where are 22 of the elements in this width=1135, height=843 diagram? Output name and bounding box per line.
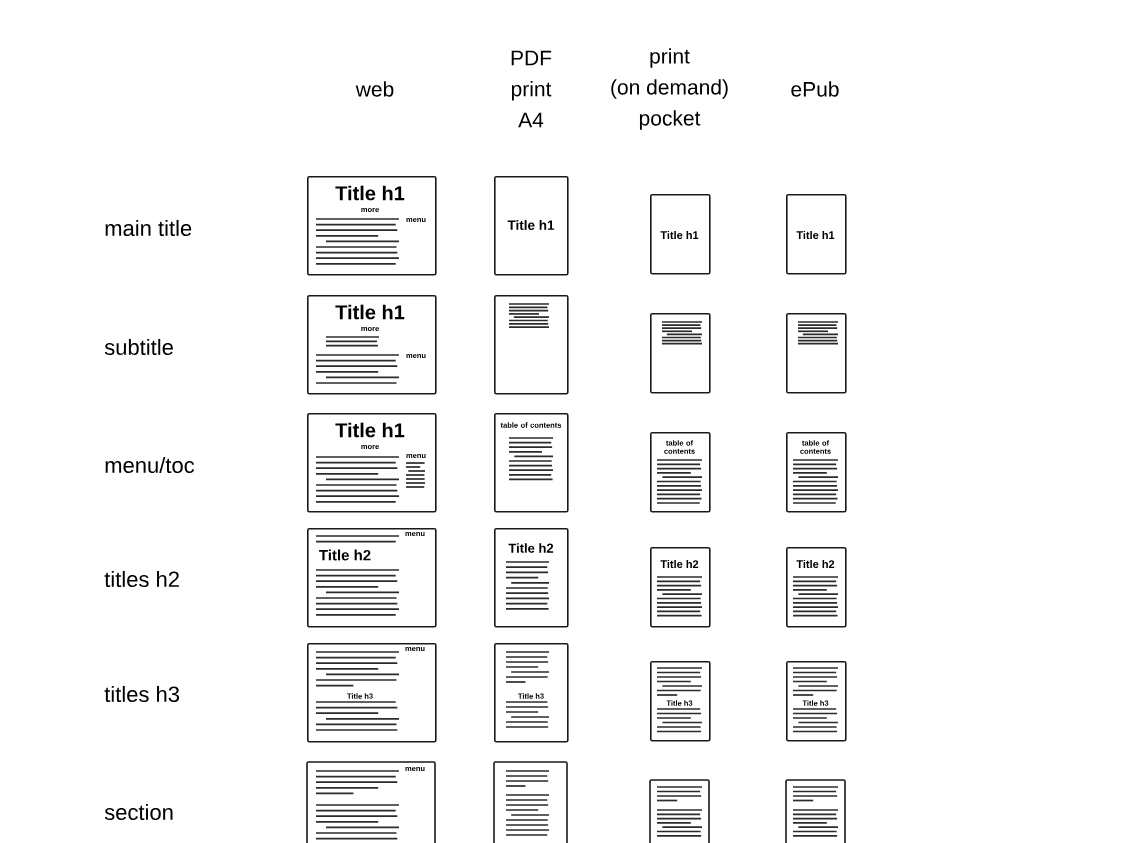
row-label: titles h3	[104, 685, 180, 703]
page-thumbnail	[649, 779, 710, 843]
page-thumbnail: Title h1	[786, 194, 847, 275]
row-label: subtitle	[104, 338, 173, 356]
column-header: print (on demand) pocket	[611, 48, 728, 130]
row-label: titles h2	[104, 570, 179, 588]
page-thumbnail	[494, 295, 569, 395]
page-thumbnail: Title h1	[650, 194, 711, 275]
page-thumbnail: Title h2	[786, 547, 847, 628]
page-thumbnail: Title h2	[494, 528, 569, 628]
row-label: section	[104, 803, 173, 821]
row-label: main title	[105, 219, 192, 237]
column-header: web	[355, 81, 394, 97]
page-thumbnail	[785, 779, 846, 843]
page-thumbnail	[493, 761, 568, 843]
page-thumbnail	[786, 313, 847, 394]
page-thumbnail	[650, 313, 711, 394]
column-header: ePub	[791, 81, 839, 97]
page-thumbnail: Title h2	[650, 547, 711, 628]
column-header: PDF print A4	[511, 50, 552, 128]
row-label: menu/toc	[105, 456, 195, 474]
page-thumbnail: Title h1	[494, 176, 569, 276]
